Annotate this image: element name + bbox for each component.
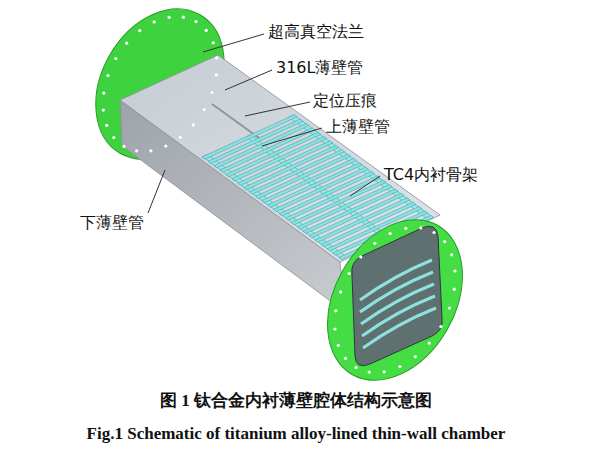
bolt-hole: [179, 136, 182, 139]
bolt-hole: [443, 240, 446, 243]
bolt-hole: [359, 255, 362, 258]
bolt-hole: [339, 290, 342, 293]
bolt-hole: [203, 108, 206, 111]
bolt-hole: [210, 91, 213, 94]
bolt-hole: [414, 355, 417, 358]
callout-label: 上薄壁管: [326, 117, 390, 136]
bolt-hole: [102, 109, 105, 112]
bolt-hole: [383, 370, 386, 373]
bolt-hole: [153, 20, 156, 23]
bolt-hole: [122, 145, 125, 148]
bolt-hole: [192, 123, 195, 126]
bolt-hole: [344, 357, 347, 360]
bolt-hole: [105, 124, 108, 127]
bolt-hole: [125, 42, 128, 45]
bolt-hole: [439, 325, 442, 328]
callout-label: 下薄壁管: [80, 213, 144, 232]
bolt-hole: [205, 29, 208, 32]
bolt-hole: [164, 145, 167, 148]
bolt-hole: [453, 288, 456, 291]
bolt-hole: [194, 20, 197, 23]
bolt-hole: [419, 226, 422, 229]
callout-label: 超高真空法兰: [268, 22, 364, 41]
bolt-hole: [333, 327, 336, 330]
bolt-hole: [334, 309, 337, 312]
bolt-hole: [453, 269, 456, 272]
flange-front: [300, 196, 490, 405]
bolt-holes: [102, 16, 457, 374]
bolt-hole: [168, 16, 171, 19]
bolt-hole: [215, 56, 218, 59]
bolt-hole: [348, 272, 351, 275]
callout-label: TC4内衬骨架: [384, 165, 478, 184]
bolt-hole: [337, 344, 340, 347]
bolt-hole: [354, 366, 357, 369]
bolt-hole: [106, 74, 109, 77]
bolt-hole: [112, 136, 115, 139]
callout-label: 316L薄壁管: [276, 58, 363, 77]
bolt-hole: [114, 57, 117, 60]
bolt-hole: [135, 149, 138, 152]
bolt-hole: [404, 227, 407, 230]
figure-caption: Fig.1 Schematic of titanium alloy-lined …: [87, 424, 506, 444]
bolt-hole: [368, 371, 371, 374]
bolt-hole: [448, 307, 451, 310]
bolt-hole: [182, 16, 185, 19]
bolt-hole: [212, 41, 215, 44]
bolt-hole: [398, 365, 401, 368]
bolt-hole: [428, 342, 431, 345]
bolt-hole: [149, 149, 152, 152]
bolt-hole: [389, 232, 392, 235]
bolt-hole: [215, 73, 218, 76]
figure-caption: 图 1 钛合金内衬薄壁腔体结构示意图: [160, 391, 432, 411]
bolt-hole: [138, 29, 141, 32]
callout-label: 定位压痕: [313, 91, 377, 110]
bolt-hole: [373, 242, 376, 245]
bolt-hole: [102, 92, 105, 95]
bolt-hole: [432, 231, 435, 234]
bolt-hole: [450, 253, 453, 256]
